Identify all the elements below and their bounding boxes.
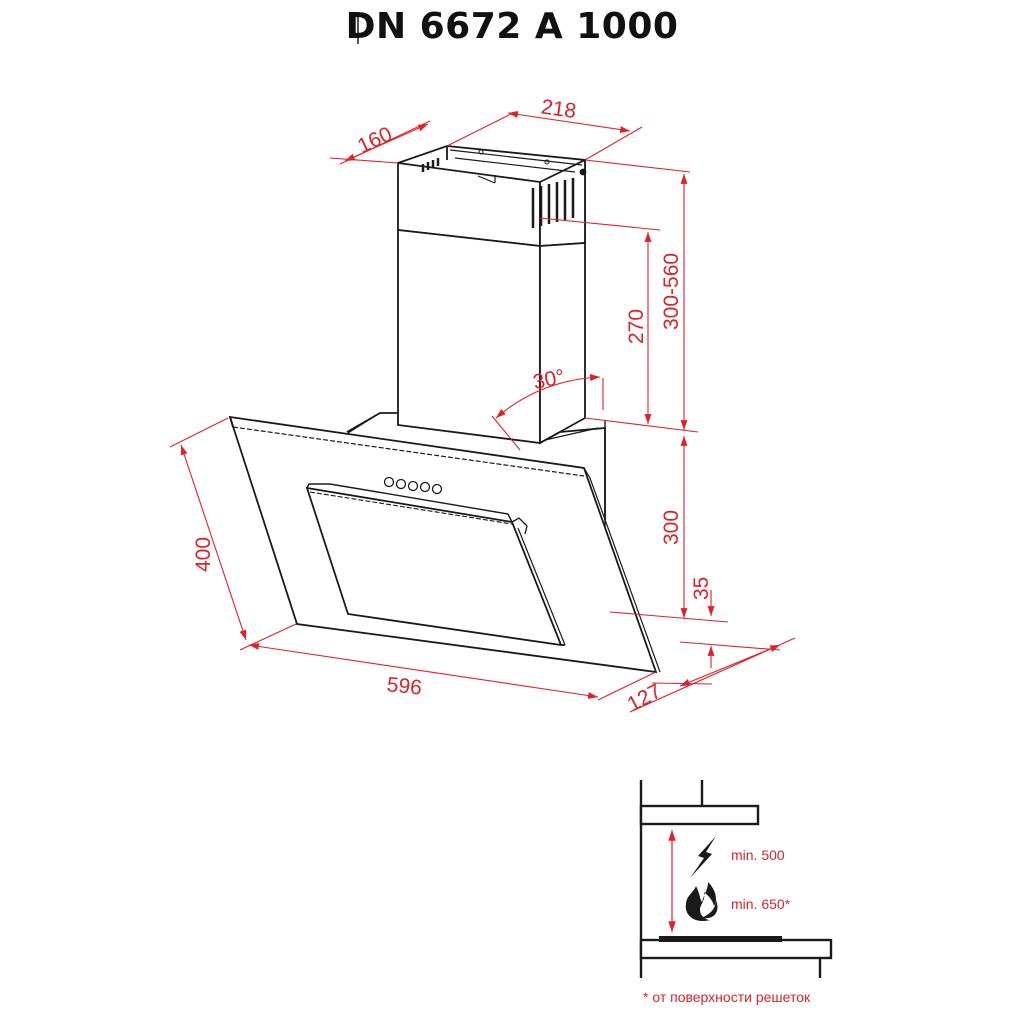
- dimension-labels: 160 218 270 300-560 30° 300 35 400 596 1…: [192, 95, 713, 716]
- dim-218: 218: [540, 95, 578, 123]
- hob-surface: [659, 936, 782, 942]
- dim-300-560: 300-560: [660, 253, 683, 330]
- lightning-icon: [690, 836, 716, 878]
- page-title: DN 6672 A 1000: [345, 6, 679, 47]
- dim-160: 160: [354, 122, 395, 158]
- chimney-lower: [397, 228, 586, 445]
- gas-min-label: min. 650*: [731, 896, 791, 912]
- dim-596: 596: [386, 673, 423, 700]
- installation-diagram: min. 500 min. 650* * от поверхности реше…: [639, 780, 833, 1005]
- hood-drawing: [228, 145, 661, 674]
- title-marker: [357, 12, 359, 44]
- glass-panel: [228, 415, 661, 674]
- control-buttons: [383, 476, 443, 495]
- electric-min-label: min. 500: [731, 847, 785, 863]
- vent-slots: [421, 158, 575, 228]
- chimney-upper: [397, 145, 587, 248]
- dim-400: 400: [192, 537, 215, 572]
- flame-icon: [685, 882, 716, 922]
- dim-300: 300: [660, 510, 683, 545]
- dim-270: 270: [625, 309, 648, 344]
- dimension-lines: [169, 111, 796, 713]
- footnote: * от поверхности решеток: [643, 989, 811, 1005]
- dim-35: 35: [690, 577, 713, 600]
